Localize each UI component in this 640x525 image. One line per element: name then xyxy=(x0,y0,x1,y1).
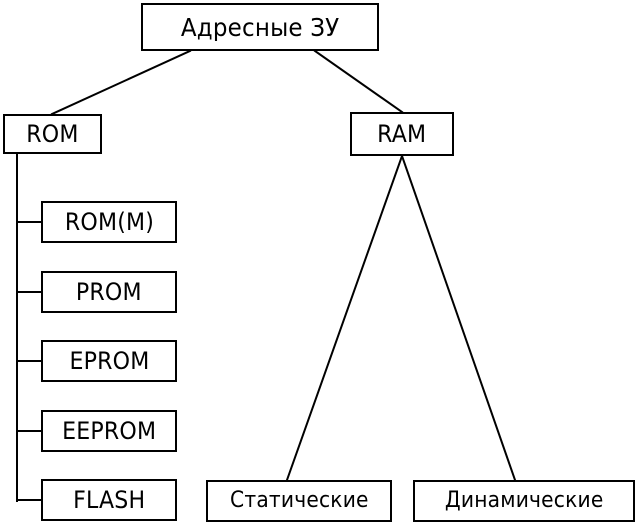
ram-node: RAM xyxy=(350,112,454,156)
dynamic-ram-node-label: Динамические xyxy=(444,488,604,513)
connector-ram-dynamic xyxy=(400,154,517,482)
connector-root-rom xyxy=(50,49,192,116)
eeprom-node: EEPROM xyxy=(41,410,177,452)
flash-node-label: FLASH xyxy=(72,486,146,514)
prom-node-label: PROM xyxy=(76,278,142,306)
rom-node-label: ROM xyxy=(26,120,79,148)
dynamic-ram-node: Динамические xyxy=(413,480,635,522)
connector-ram-static xyxy=(285,154,404,482)
root-node-address-memory: Адресные ЗУ xyxy=(141,3,379,51)
flash-node: FLASH xyxy=(41,479,177,521)
rom-m-node-label: ROM(M) xyxy=(64,208,154,236)
prom-node: PROM xyxy=(41,271,177,313)
ram-node-label: RAM xyxy=(377,120,427,148)
static-ram-node-label: Статические xyxy=(229,488,369,513)
rom-m-node: ROM(M) xyxy=(41,201,177,243)
eeprom-node-label: EEPROM xyxy=(61,417,157,445)
root-node-label: Адресные ЗУ xyxy=(180,12,340,42)
rom-node: ROM xyxy=(3,114,102,154)
connector-root-ram xyxy=(313,49,404,114)
static-ram-node: Статические xyxy=(206,480,392,522)
eprom-node: EPROM xyxy=(41,340,177,382)
eprom-node-label: EPROM xyxy=(69,347,149,375)
